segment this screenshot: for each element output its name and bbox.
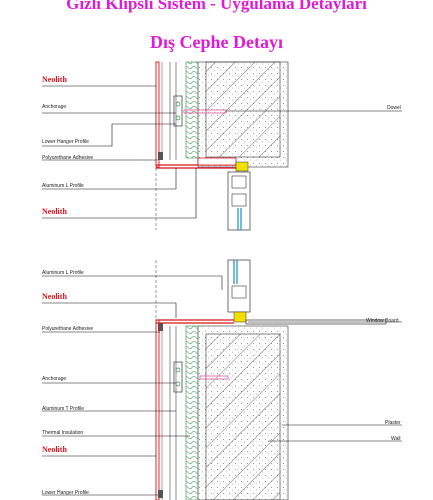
sealant: [235, 161, 249, 172]
label-window-board: Window Board: [366, 318, 399, 324]
label-alu-t: Aluminum T Profile: [42, 406, 84, 412]
top-detail: Neolith Anchorage Dowel Lower Hanger Pro…: [42, 61, 402, 231]
neolith-panel: [155, 61, 160, 168]
label-plaster: Plaster: [385, 420, 401, 426]
dowel: [183, 109, 227, 114]
label-alu-l-top: Aluminum L Profile: [42, 183, 84, 189]
page-subtitle: Dış Cephe Detayı: [150, 32, 283, 52]
label-lower-hanger-bottom: Lower Hanger Profile: [42, 490, 89, 496]
label-wall: Wall: [391, 436, 401, 442]
label-thermal-insulation: Thermal Insulation: [42, 430, 83, 436]
label-anchorage-bottom: Anchorage: [42, 376, 66, 382]
label-alu-l-bottom: Aluminum L Profile: [42, 270, 84, 276]
label-neolith-2-bottom: Neolith: [42, 445, 67, 454]
label-pu-adhesive-top: Polyurethane Adhesive: [42, 155, 93, 161]
thermal-insulation-lower: [185, 325, 199, 500]
wall-block-lower: [205, 333, 281, 500]
window-frame: [227, 171, 251, 231]
sealant-lower: [233, 311, 247, 323]
label-neolith-top: Neolith: [42, 75, 67, 84]
label-lower-hanger-top: Lower Hanger Profile: [42, 139, 89, 145]
label-neolith-bottom-top: Neolith: [42, 207, 67, 216]
anchor-bracket: [173, 95, 183, 127]
label-dowel: Dowel: [387, 105, 401, 111]
label-neolith-1-bottom: Neolith: [42, 292, 67, 301]
bottom-detail: Aluminum L Profile Neolith Polyurethane …: [42, 259, 402, 500]
pu-adhesive: [158, 152, 163, 160]
label-pu-adhesive-bottom: Polyurethane Adhesive: [42, 326, 93, 332]
wall-block: [205, 61, 281, 158]
label-anchorage-top: Anchorage: [42, 104, 66, 110]
page-title: Gizli Klipsli Sistem - Uygulama Detaylar…: [66, 0, 367, 13]
